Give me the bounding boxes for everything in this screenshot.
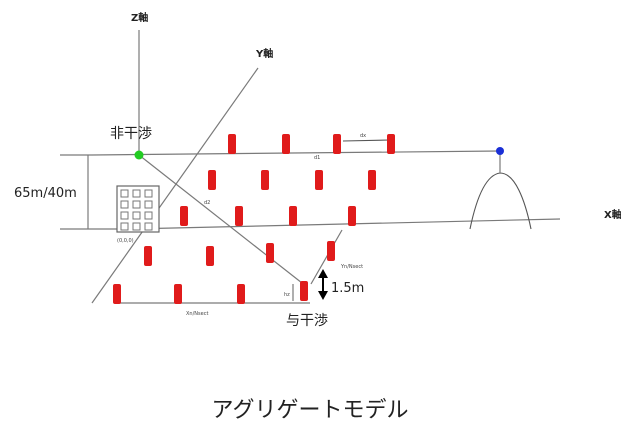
turbine [315, 170, 323, 190]
turbine [235, 206, 243, 226]
non-interfering-label: 非干渉 [110, 126, 152, 142]
turbine-interfering [300, 281, 308, 301]
x-axis [129, 218, 561, 230]
d1-label: d1 [314, 155, 320, 161]
turbine [266, 243, 274, 263]
z-axis-label: Z軸 [131, 11, 148, 24]
hz-label: hz [284, 292, 290, 298]
x-axis-label: X軸 [604, 208, 621, 221]
yn-link-line [310, 229, 343, 285]
y-axis-label: Y軸 [255, 47, 273, 60]
dx-label: dx [360, 133, 366, 139]
turbine [180, 206, 188, 226]
top-reference-line [91, 150, 501, 156]
origin-label: (0,0,0) [117, 238, 134, 244]
y-axis [91, 67, 259, 304]
turbine [282, 134, 290, 154]
turbine [327, 241, 335, 261]
turbine [348, 206, 356, 226]
turbine [144, 246, 152, 266]
turbine [174, 284, 182, 304]
diagonal-d-line [138, 154, 303, 284]
interfering-label: 与干渉 [286, 313, 328, 329]
turbine [261, 170, 269, 190]
receiver-point-marker [496, 147, 504, 155]
turbine [113, 284, 121, 304]
height-dimension-label: 65m/40m [14, 186, 77, 201]
spacing-dimension-label: 1.5m [331, 281, 364, 296]
building-icon [116, 185, 160, 233]
dx-dimension-line [342, 139, 391, 142]
xn-label: Xn/Nsect [186, 311, 208, 317]
turbine [228, 134, 236, 154]
turbine [289, 206, 297, 226]
yn-label: Yn/Nsect [340, 264, 363, 270]
turbine [208, 170, 216, 190]
turbine [206, 246, 214, 266]
turbine [368, 170, 376, 190]
diagram-caption: アグリゲートモデル [212, 398, 409, 423]
source-point-marker [134, 150, 144, 160]
turbine [387, 134, 395, 154]
turbine [333, 134, 341, 154]
vertical-arrow-icon [318, 269, 328, 300]
d2-label: d2 [204, 200, 210, 206]
turbine [237, 284, 245, 304]
